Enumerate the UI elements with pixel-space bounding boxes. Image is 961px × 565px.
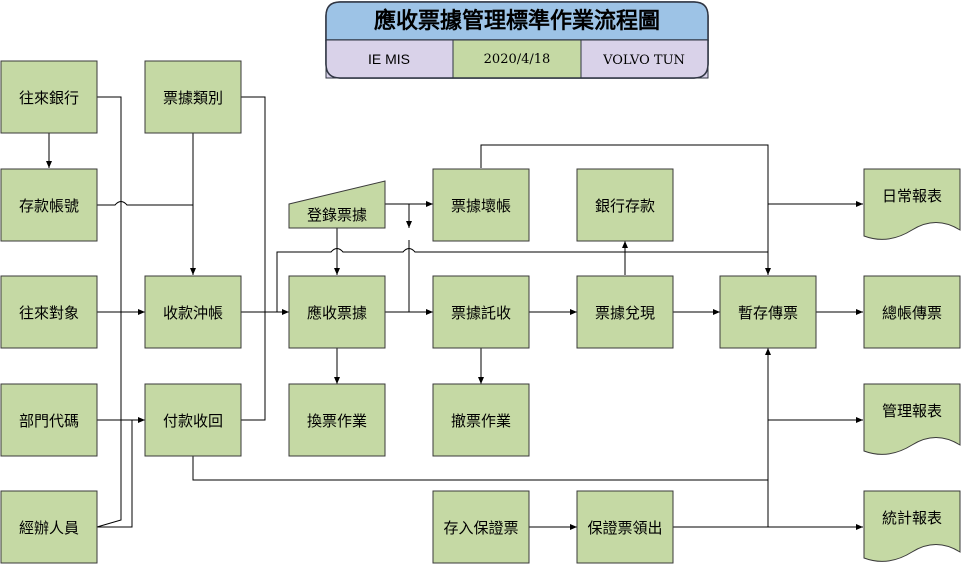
- node-bank-deposit: 銀行存款: [576, 168, 674, 242]
- node-note-cash: 票據兌現: [576, 275, 674, 349]
- svg-text:存款帳號: 存款帳號: [19, 197, 79, 215]
- node-exchange-note: 換票作業: [288, 383, 386, 457]
- node-dept-code: 部門代碼: [0, 383, 98, 457]
- svg-text:票據託收: 票據託收: [451, 304, 511, 322]
- svg-text:管理報表: 管理報表: [882, 402, 942, 420]
- svg-text:保證票領出: 保證票領出: [587, 519, 662, 537]
- header-panel: 應收票據管理標準作業流程圖 IE MIS 2020/4/18 VOLVO TUN: [325, 1, 709, 79]
- svg-text:總帳傳票: 總帳傳票: [882, 304, 942, 322]
- svg-text:暫存傳票: 暫存傳票: [738, 304, 798, 322]
- svg-text:經辦人員: 經辦人員: [19, 519, 79, 537]
- svg-text:日常報表: 日常報表: [882, 187, 942, 205]
- svg-text:銀行存款: 銀行存款: [595, 197, 655, 215]
- svg-text:存入保證票: 存入保證票: [443, 519, 518, 537]
- svg-text:票據類別: 票據類別: [163, 89, 223, 107]
- page-title: 應收票據管理標準作業流程圖: [374, 8, 660, 34]
- svg-text:統計報表: 統計報表: [882, 509, 942, 527]
- node-stat-report: 統計報表: [863, 490, 961, 562]
- svg-text:登錄票據: 登錄票據: [307, 206, 367, 224]
- dept-label: IE MIS: [368, 51, 410, 67]
- node-note-type: 票據類別: [144, 60, 242, 134]
- author-label: VOLVO TUN: [602, 53, 685, 68]
- svg-text:往來銀行: 往來銀行: [19, 89, 79, 107]
- node-daily-report: 日常報表: [863, 168, 961, 240]
- svg-text:票據壞帳: 票據壞帳: [451, 197, 511, 215]
- node-payment-return: 付款收回: [144, 383, 242, 457]
- node-bank: 往來銀行: [0, 60, 98, 134]
- node-mgmt-report: 管理報表: [863, 383, 961, 455]
- node-register-note: 登錄票據: [288, 180, 386, 229]
- svg-text:付款收回: 付款收回: [163, 412, 223, 430]
- node-ledger-voucher: 總帳傳票: [863, 275, 961, 349]
- svg-text:應收票據: 應收票據: [307, 304, 367, 322]
- svg-text:收款沖帳: 收款沖帳: [163, 304, 223, 322]
- svg-text:撤票作業: 撤票作業: [451, 412, 511, 430]
- node-handler: 經辦人員: [0, 490, 98, 564]
- node-receipt-writeoff: 收款沖帳: [144, 275, 242, 349]
- connectors: [46, 96, 863, 530]
- node-counterparty: 往來對象: [0, 275, 98, 349]
- node-note-receivable: 應收票據: [288, 275, 386, 349]
- svg-text:票據兌現: 票據兌現: [595, 304, 655, 322]
- nodes: 往來銀行 存款帳號 往來對象 部門代碼 經辦人員 票據類別 收款沖帳 付款收回: [0, 60, 961, 564]
- node-temp-voucher: 暫存傳票: [719, 275, 817, 349]
- node-bad-note: 票據壞帳: [432, 168, 530, 242]
- node-withdraw-note: 撤票作業: [432, 383, 530, 457]
- node-deposit-account: 存款帳號: [0, 168, 98, 242]
- svg-text:換票作業: 換票作業: [307, 412, 367, 430]
- svg-text:部門代碼: 部門代碼: [19, 412, 79, 430]
- node-deposit-guarantee: 存入保證票: [432, 490, 530, 564]
- date-label: 2020/4/18: [484, 52, 551, 67]
- svg-text:往來對象: 往來對象: [19, 304, 79, 322]
- node-guarantee-withdraw: 保證票領出: [576, 490, 674, 564]
- node-note-collection: 票據託收: [432, 275, 530, 349]
